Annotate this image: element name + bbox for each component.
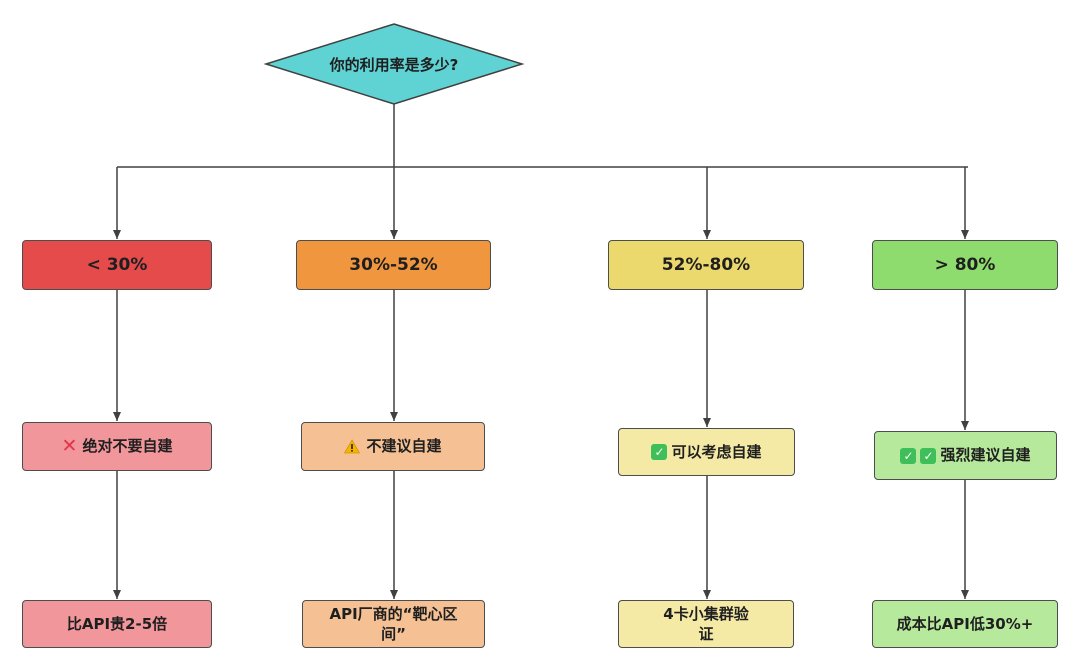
advice-box-consider: ✓ 可以考虑自建 (618, 428, 795, 476)
advice-label: 强烈建议自建 (940, 446, 1031, 465)
check-box-icon: ✓ (920, 447, 937, 464)
advice-box-strongly-recommended: ✓ ✓ 强烈建议自建 (874, 431, 1057, 480)
range-box-above-80: > 80% (872, 240, 1058, 290)
detail-label: 4卡小集群验证 (663, 604, 749, 643)
detail-label: API厂商的“靶心区间” (329, 604, 458, 643)
check-box-icon: ✓ (651, 444, 668, 460)
range-label: 30%-52% (349, 254, 438, 275)
detail-box-validation: 4卡小集群验证 (618, 600, 794, 648)
detail-label: 比API贵2-5倍 (66, 614, 168, 633)
detail-box-savings: 成本比API低30%+ (872, 600, 1058, 648)
detail-box-bullseye: API厂商的“靶心区间” (302, 600, 485, 648)
advice-label: 不建议自建 (366, 437, 442, 456)
advice-label: 绝对不要自建 (82, 437, 173, 456)
range-label: 52%-80% (661, 254, 751, 275)
question-label: 你的利用率是多少? (329, 55, 459, 74)
advice-box-no-self-build: ✕ 绝对不要自建 (22, 422, 212, 471)
warning-icon (344, 439, 361, 454)
range-label: < 30% (86, 254, 148, 275)
check-box-icon: ✓ (900, 447, 917, 464)
range-box-52-80: 52%-80% (608, 240, 804, 290)
advice-box-not-recommended: 不建议自建 (301, 422, 485, 471)
range-box-30-52: 30%-52% (296, 240, 491, 290)
detail-box-cost: 比API贵2-5倍 (22, 600, 212, 648)
cross-mark-icon: ✕ (61, 434, 78, 457)
range-label: > 80% (934, 254, 996, 275)
range-box-below-30: < 30% (22, 240, 212, 290)
detail-label: 成本比API低30%+ (896, 614, 1034, 633)
advice-label: 可以考虑自建 (671, 442, 762, 461)
